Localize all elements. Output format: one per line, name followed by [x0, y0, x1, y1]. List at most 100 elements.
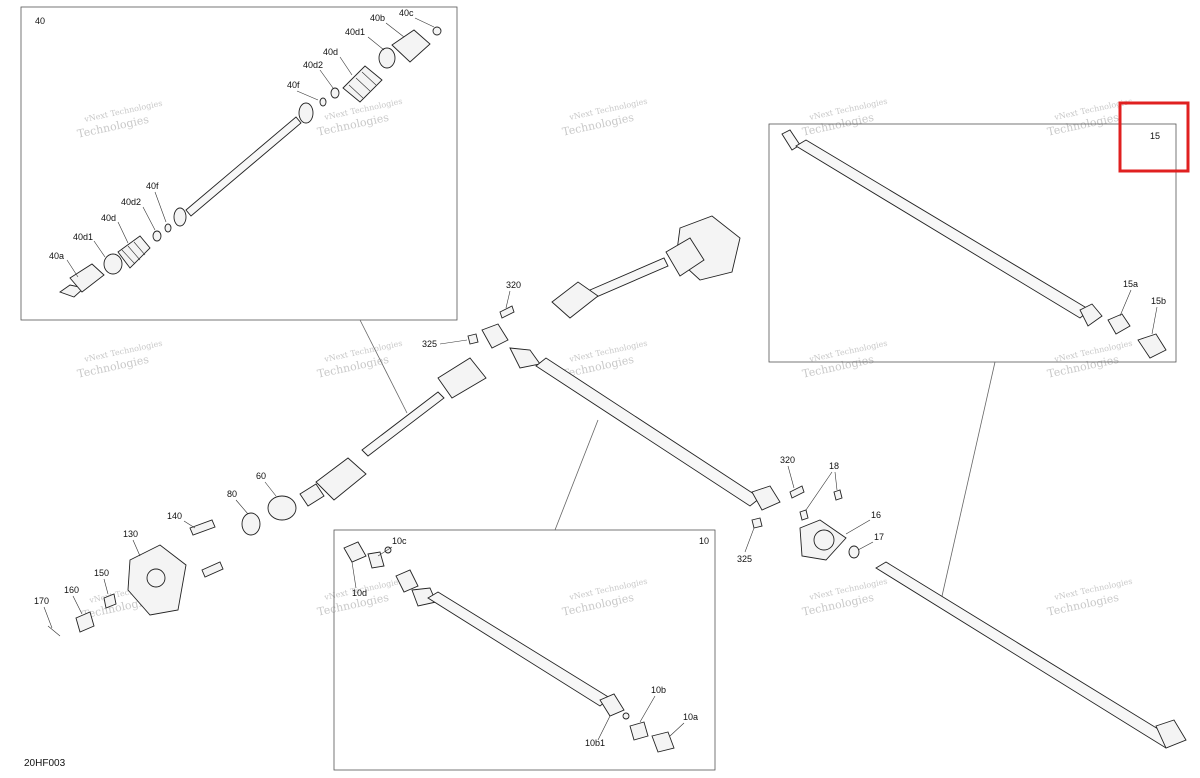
- nut-325: [467, 333, 479, 345]
- callout-150: 150: [94, 568, 109, 578]
- callout-16: 16: [871, 510, 881, 520]
- boot-clamp: [103, 253, 123, 275]
- callout-320: 320: [506, 280, 521, 290]
- connector-line: [939, 361, 996, 606]
- callout-170: 170: [34, 596, 49, 606]
- cotter-pin-170: [47, 625, 61, 637]
- cv-joint: [551, 281, 599, 319]
- connector-line: [359, 319, 408, 414]
- nut-325: [751, 517, 763, 529]
- callout-40f: 40f: [146, 181, 159, 191]
- callout-10a: 10a: [683, 712, 698, 722]
- main-assembly: 320 325 320 18 16 17 325 60 80 140 130 1…: [34, 215, 1187, 749]
- bolt-320: [499, 305, 515, 319]
- axle-shaft: [361, 391, 445, 457]
- axle-shaft: [185, 116, 302, 217]
- snap-ring: [432, 26, 442, 36]
- inset-frame-40: [20, 6, 458, 321]
- cv-housing: [391, 29, 431, 63]
- yoke-10b1: [599, 693, 625, 717]
- callout-10d: 10d: [352, 588, 367, 598]
- yoke-10d: [343, 541, 367, 563]
- universal-joint-10b: [629, 721, 649, 741]
- u-joint-yoke: [751, 485, 781, 511]
- cv-boot: [315, 457, 367, 501]
- callout-18: 18: [829, 461, 839, 471]
- callout-10b: 10b: [651, 685, 666, 695]
- callout-15b: 15b: [1151, 296, 1166, 306]
- inset-label-15: 15: [1150, 131, 1160, 141]
- cv-housing: [69, 263, 105, 293]
- rear-tube-shaft: [875, 561, 1177, 749]
- callout-40c: 40c: [399, 8, 414, 18]
- callout-325: 325: [422, 339, 437, 349]
- tripod-joint: [173, 207, 187, 227]
- connector-line: [554, 419, 599, 531]
- diagram-code: 20HF003: [24, 758, 66, 769]
- callout-40d1: 40d1: [345, 27, 365, 37]
- callout-130: 130: [123, 529, 138, 539]
- cv-boot: [437, 357, 487, 399]
- washer-150: [103, 593, 117, 609]
- cv-housing: [299, 483, 325, 507]
- nut-18: [799, 509, 809, 521]
- circlip: [319, 97, 327, 107]
- universal-joint-10c: [367, 551, 385, 569]
- u-joint-yoke: [481, 323, 509, 349]
- bolt-320: [789, 485, 805, 499]
- nut-160: [75, 611, 95, 633]
- callout-40d2: 40d2: [121, 197, 141, 207]
- circlip: [164, 223, 172, 233]
- callout-10c: 10c: [392, 536, 407, 546]
- circlip-10b: [622, 712, 630, 720]
- axle-shaft: [589, 257, 669, 299]
- callout-40d: 40d: [323, 47, 338, 57]
- rear-yoke: [1155, 719, 1187, 749]
- prop-shaft-front-inset: 15a 15b: [781, 129, 1167, 359]
- cv-boot: [665, 237, 705, 277]
- universal-joint-15a: [1107, 313, 1131, 335]
- callout-40d2: 40d2: [303, 60, 323, 70]
- hub-bore: [146, 568, 166, 588]
- boot: [509, 347, 541, 369]
- prop-shaft-main: [481, 323, 781, 511]
- boot-clamp-small: [152, 230, 162, 242]
- callout-60: 60: [256, 471, 266, 481]
- inset-label-10: 10: [699, 536, 709, 546]
- callout-40a: 40a: [49, 251, 64, 261]
- drive-shaft-main: [299, 357, 487, 507]
- callout-80: 80: [227, 489, 237, 499]
- differential-assembly: [551, 215, 741, 319]
- yoke-15b: [1137, 333, 1167, 359]
- prop-shaft-rear-inset: 10c 10d 10b 10a 10b1: [343, 536, 698, 753]
- bolt-140: [189, 519, 216, 536]
- callout-10b1: 10b1: [585, 738, 605, 748]
- yoke-10a: [651, 731, 675, 753]
- highlight-box: [1118, 101, 1190, 173]
- ring-17: [848, 545, 860, 559]
- callout-40d1: 40d1: [73, 232, 93, 242]
- callout-15a: 15a: [1123, 279, 1138, 289]
- callout-17: 17: [874, 532, 884, 542]
- callout-40b: 40b: [370, 13, 385, 23]
- callout-140: 140: [167, 511, 182, 521]
- cv-joint-right: [298, 26, 442, 124]
- callout-40f: 40f: [287, 80, 300, 90]
- yoke: [395, 569, 419, 593]
- cv-joint-left: [59, 207, 187, 298]
- inset-frames: 40 15 10: [20, 6, 1177, 771]
- inset-frame-15: [768, 123, 1177, 363]
- cv-boot: [117, 235, 151, 269]
- inset-label-40: 40: [35, 16, 45, 26]
- bolt-140: [201, 561, 224, 578]
- tripod-joint: [298, 102, 314, 124]
- bearing-bore: [813, 529, 835, 551]
- callout-160: 160: [64, 585, 79, 595]
- yoke: [1079, 303, 1103, 327]
- nut-18: [833, 489, 843, 501]
- inset-frame-10: [333, 529, 716, 771]
- drive-shaft-inset: 40a 40d1 40d 40d2 40f 40f 40d2 40d 40d1 …: [49, 8, 442, 298]
- callout-320: 320: [780, 455, 795, 465]
- wheel-bearing-60: [267, 495, 297, 521]
- callout-325: 325: [737, 554, 752, 564]
